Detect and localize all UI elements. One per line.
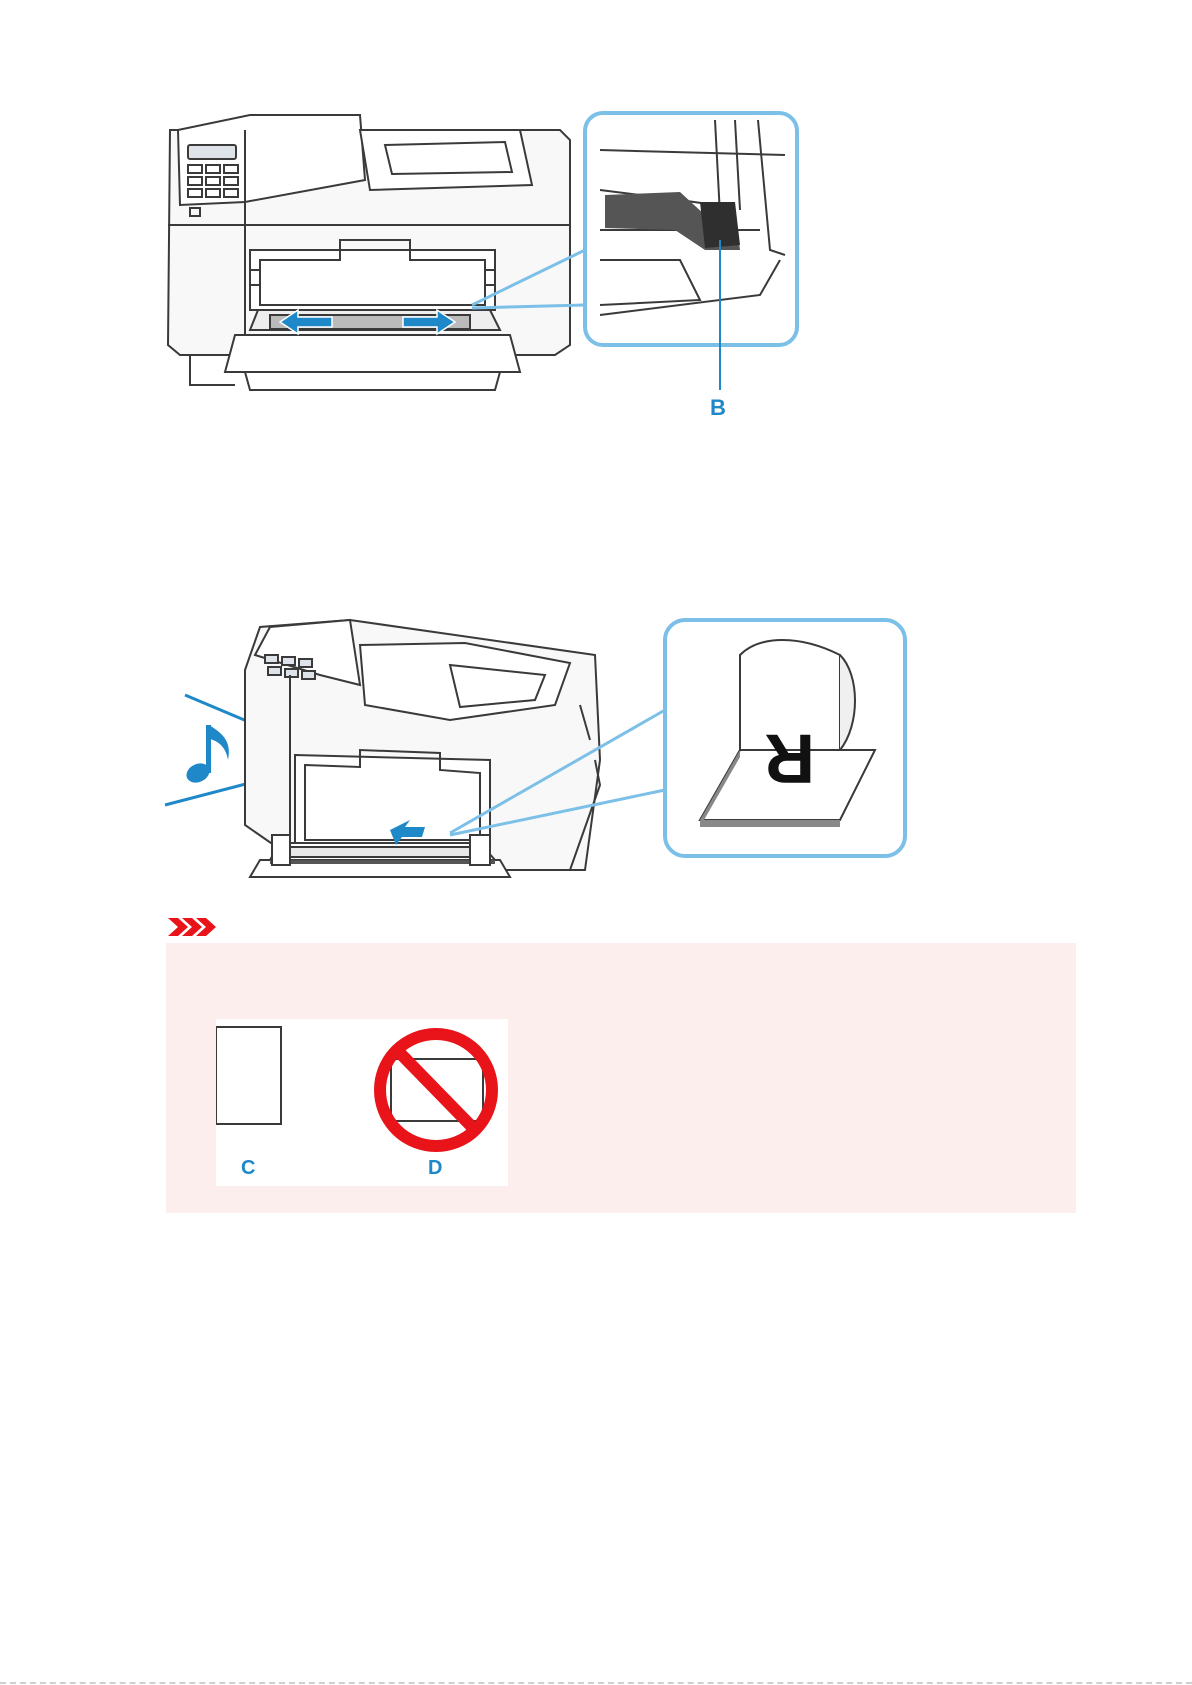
paper-loading-figure: R xyxy=(160,615,940,895)
paper-guides-figure: B xyxy=(160,110,850,440)
callout-label-b: B xyxy=(710,395,726,420)
important-marker xyxy=(166,916,218,943)
paper-loading-illustration: R xyxy=(160,615,940,895)
orientation-illustration: C D xyxy=(216,1019,508,1186)
prohibited-icon xyxy=(380,1034,492,1146)
label-d: D xyxy=(428,1157,442,1179)
important-chevrons-icon xyxy=(166,916,218,938)
printer-illustration-2 xyxy=(245,620,600,877)
printer-illustration xyxy=(168,115,570,390)
page-footer-rule xyxy=(0,1682,1192,1684)
portrait-paper-correct xyxy=(216,1027,281,1124)
music-note-icon xyxy=(183,725,229,786)
paper-guides-illustration: B xyxy=(160,110,850,440)
label-c: C xyxy=(241,1157,255,1179)
paper-print-side-letter: R xyxy=(764,720,815,798)
paper-guide-zoom xyxy=(585,113,797,390)
print-side-zoom: R xyxy=(665,620,905,856)
